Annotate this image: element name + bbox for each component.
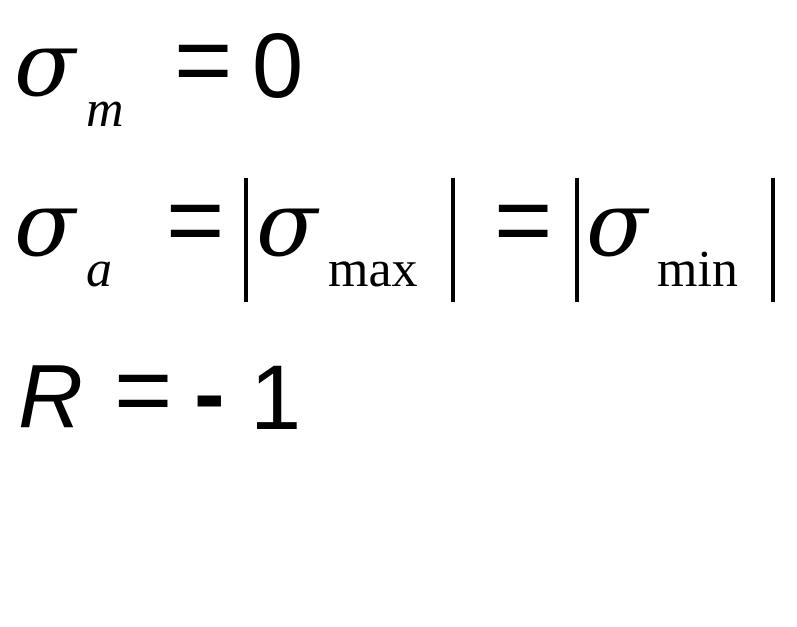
equals-sign: =: [494, 164, 553, 276]
subscript-min: min: [657, 241, 738, 298]
ratio-symbol-r: R: [18, 347, 83, 447]
equation-stress-ratio: R = - 1: [0, 320, 797, 480]
abs-bar-right: [771, 178, 775, 302]
abs-bar-left: [244, 178, 248, 302]
sigma-symbol: σ: [14, 12, 76, 117]
abs-bar-right: [451, 178, 455, 302]
subscript-a: a: [86, 241, 112, 298]
equation-mean-stress: σ m = 0: [0, 0, 797, 160]
subscript-m: m: [86, 81, 124, 138]
equals-sign: =: [174, 4, 233, 116]
equals-sign: =: [114, 334, 173, 446]
abs-bar-left: [575, 178, 579, 302]
minus-sign: -: [194, 343, 225, 445]
equals-sign: =: [166, 164, 225, 276]
sigma-symbol: σ: [256, 172, 318, 277]
sigma-symbol: σ: [586, 172, 648, 277]
sigma-symbol: σ: [14, 172, 76, 277]
value-zero: 0: [252, 15, 304, 117]
subscript-max: max: [328, 241, 418, 298]
equation-amplitude-stress: σ a = σ max = σ min: [0, 160, 797, 320]
value-one: 1: [250, 347, 302, 449]
